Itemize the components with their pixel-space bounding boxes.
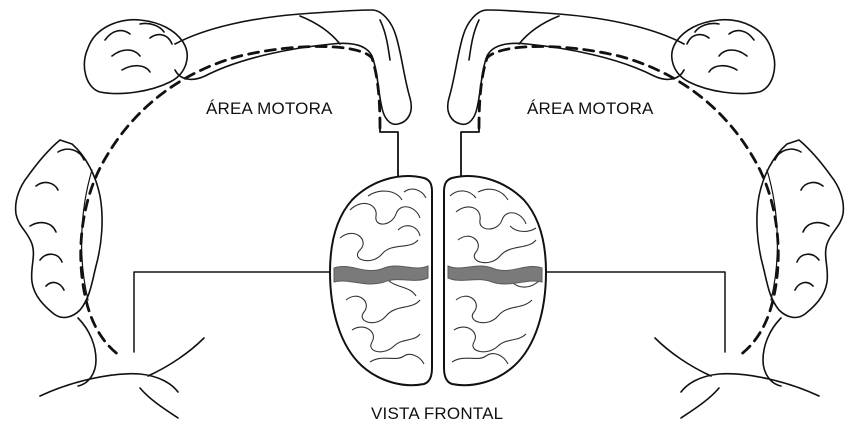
left-homunculus-face <box>16 140 102 317</box>
brain-frontal-view <box>330 176 546 385</box>
right-homunculus-face <box>757 140 843 317</box>
motor-area-label-right: ÁREA MOTORA <box>527 99 654 119</box>
right-motor-connector <box>461 118 479 178</box>
right-homunculus-hand <box>672 20 775 94</box>
left-homunculus-lower <box>78 318 96 386</box>
left-motor-connector <box>380 118 398 178</box>
right-homunculus-foot <box>655 338 819 418</box>
right-homunculus-lower <box>763 318 781 386</box>
left-leader-line <box>134 272 334 352</box>
frontal-view-label: VISTA FRONTAL <box>371 404 503 424</box>
right-leader-line <box>525 272 725 352</box>
left-homunculus-fingers <box>105 23 172 72</box>
left-homunculus-hand <box>84 20 187 94</box>
right-homunculus-fingers <box>687 23 754 72</box>
motor-area-label-left: ÁREA MOTORA <box>206 99 333 119</box>
left-homunculus-foot <box>40 338 204 418</box>
